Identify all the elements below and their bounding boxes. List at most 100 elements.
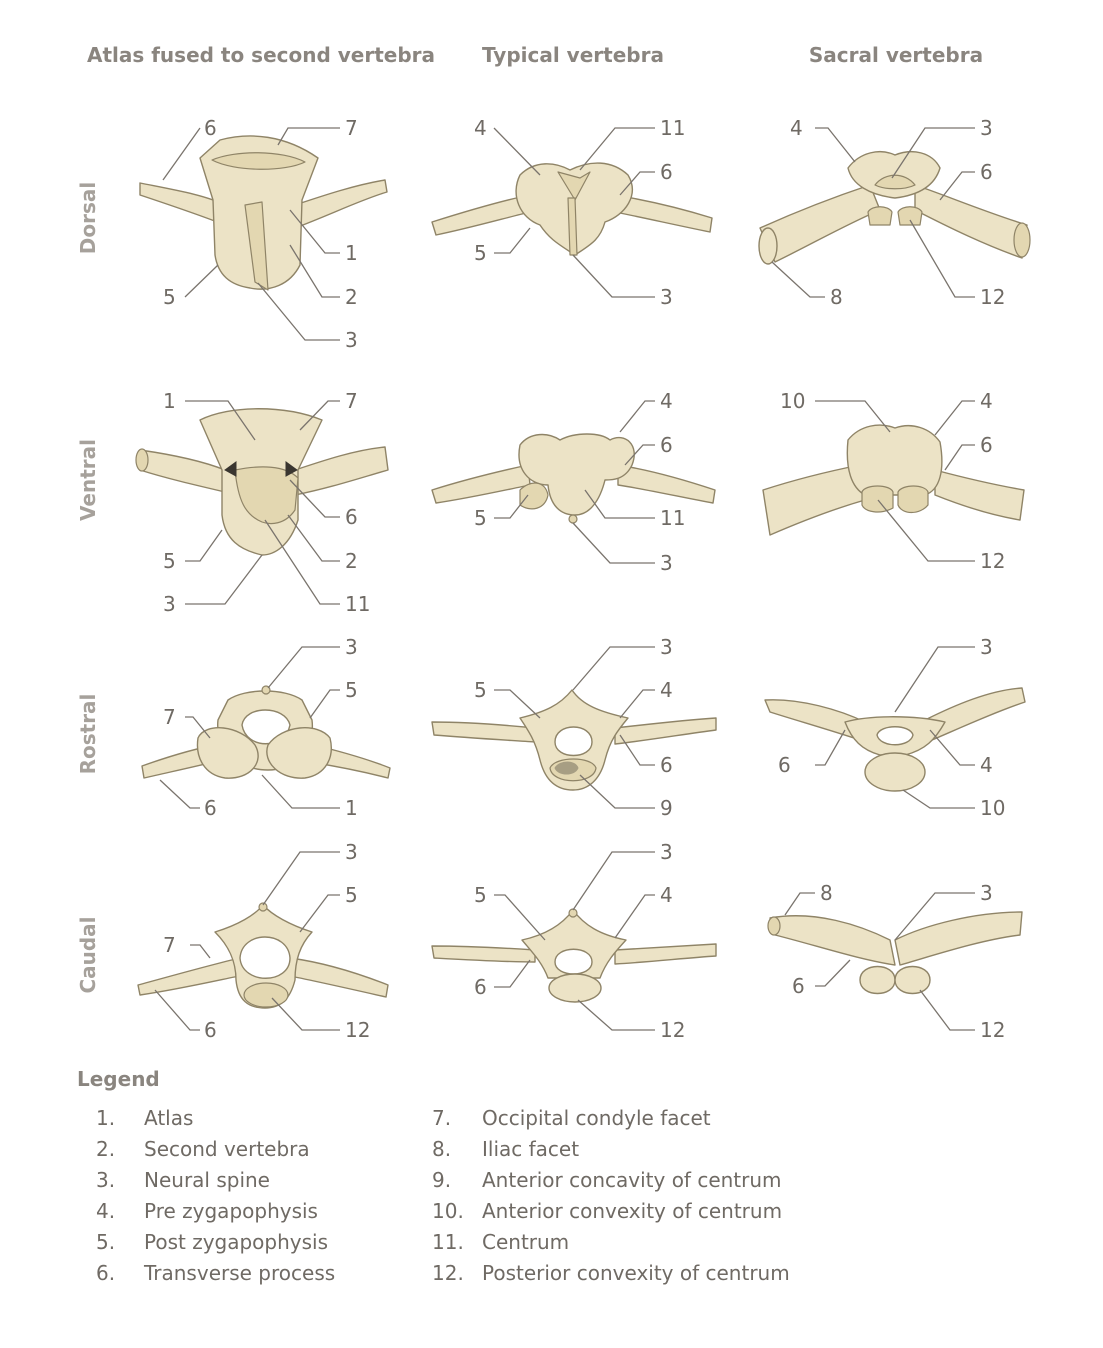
label-7: 7 bbox=[345, 116, 358, 140]
label-7: 7 bbox=[163, 705, 176, 729]
panel-atlas-ventral bbox=[135, 408, 389, 556]
label-12: 12 bbox=[980, 1018, 1005, 1042]
legend-text: Neural spine bbox=[144, 1168, 270, 1192]
legend-text: Occipital condyle facet bbox=[482, 1106, 711, 1130]
label-3: 3 bbox=[980, 635, 993, 659]
label-1: 1 bbox=[345, 796, 358, 820]
legend-number: 1. bbox=[96, 1106, 116, 1130]
label-6: 6 bbox=[980, 160, 993, 184]
label-5: 5 bbox=[474, 241, 487, 265]
label-3: 3 bbox=[660, 285, 673, 309]
label-1: 1 bbox=[163, 389, 176, 413]
label-3: 3 bbox=[660, 840, 673, 864]
callouts-sacral-ventral: 10 4 6 12 bbox=[780, 389, 1005, 573]
panel-atlas-rostral bbox=[141, 685, 391, 779]
label-11: 11 bbox=[660, 116, 685, 140]
panel-typical-caudal bbox=[431, 908, 717, 1003]
vertebra-diagram: Atlas fused to second vertebra Typical v… bbox=[76, 43, 1031, 1042]
callouts-sacral-rostral: 3 6 4 10 bbox=[778, 635, 1005, 820]
label-3: 3 bbox=[345, 635, 358, 659]
label-10: 10 bbox=[980, 796, 1005, 820]
legend-text: Anterior concavity of centrum bbox=[482, 1168, 782, 1192]
label-7: 7 bbox=[345, 389, 358, 413]
legend-text: Post zygapophysis bbox=[144, 1230, 329, 1254]
legend-number: 8. bbox=[432, 1137, 452, 1161]
callouts-sacral-caudal: 8 3 6 12 bbox=[784, 881, 1005, 1042]
callouts-atlas-ventral: 1 7 6 2 5 3 11 bbox=[163, 389, 370, 616]
label-5: 5 bbox=[163, 549, 176, 573]
panel-typical-dorsal bbox=[431, 162, 713, 256]
label-7: 7 bbox=[163, 933, 176, 957]
panel-typical-rostral bbox=[431, 689, 717, 791]
legend-text: Transverse process bbox=[144, 1261, 336, 1285]
label-4: 4 bbox=[660, 678, 673, 702]
label-6: 6 bbox=[474, 975, 487, 999]
label-3: 3 bbox=[980, 881, 993, 905]
callouts-typical-dorsal: 4 11 6 5 3 bbox=[474, 116, 685, 309]
label-3: 3 bbox=[980, 116, 993, 140]
legend-number: 10. bbox=[432, 1199, 464, 1223]
label-8: 8 bbox=[820, 881, 833, 905]
label-6: 6 bbox=[345, 505, 358, 529]
legend-number: 6. bbox=[96, 1261, 116, 1285]
label-5: 5 bbox=[163, 285, 176, 309]
legend-text: Second vertebra bbox=[144, 1137, 310, 1161]
panel-sacral-caudal bbox=[767, 911, 1023, 995]
panel-sacral-rostral bbox=[764, 687, 1026, 792]
column-heading-sacral: Sacral vertebra bbox=[809, 43, 983, 67]
panel-sacral-ventral bbox=[762, 424, 1025, 536]
label-4: 4 bbox=[790, 116, 803, 140]
label-6: 6 bbox=[204, 796, 217, 820]
label-5: 5 bbox=[345, 678, 358, 702]
label-8: 8 bbox=[830, 285, 843, 309]
label-12: 12 bbox=[660, 1018, 685, 1042]
column-heading-typical: Typical vertebra bbox=[482, 43, 664, 67]
row-heading-dorsal: Dorsal bbox=[76, 182, 100, 254]
label-4: 4 bbox=[660, 883, 673, 907]
legend-number: 4. bbox=[96, 1199, 116, 1223]
legend-text: Iliac facet bbox=[482, 1137, 580, 1161]
panel-atlas-caudal bbox=[137, 902, 389, 1009]
label-6: 6 bbox=[660, 753, 673, 777]
legend-number: 11. bbox=[432, 1230, 464, 1254]
label-3: 3 bbox=[660, 635, 673, 659]
label-5: 5 bbox=[474, 883, 487, 907]
panel-atlas-dorsal bbox=[139, 135, 388, 291]
label-4: 4 bbox=[474, 116, 487, 140]
legend-number: 9. bbox=[432, 1168, 452, 1192]
column-heading-atlas: Atlas fused to second vertebra bbox=[87, 43, 435, 67]
legend-number: 3. bbox=[96, 1168, 116, 1192]
label-4: 4 bbox=[660, 389, 673, 413]
callouts-typical-ventral: 4 6 5 11 3 bbox=[474, 389, 685, 575]
row-heading-rostral: Rostral bbox=[76, 694, 100, 775]
label-5: 5 bbox=[345, 883, 358, 907]
callouts-atlas-rostral: 3 5 7 6 1 bbox=[159, 635, 358, 820]
label-12: 12 bbox=[980, 285, 1005, 309]
label-2: 2 bbox=[345, 285, 358, 309]
label-6: 6 bbox=[980, 433, 993, 457]
label-6: 6 bbox=[660, 433, 673, 457]
row-heading-caudal: Caudal bbox=[76, 916, 100, 993]
label-3: 3 bbox=[163, 592, 176, 616]
panel-typical-ventral bbox=[431, 433, 716, 524]
label-3: 3 bbox=[660, 551, 673, 575]
legend-number: 2. bbox=[96, 1137, 116, 1161]
label-6: 6 bbox=[204, 1018, 217, 1042]
label-11: 11 bbox=[345, 592, 370, 616]
label-10: 10 bbox=[780, 389, 805, 413]
legend-number: 7. bbox=[432, 1106, 452, 1130]
callouts-atlas-caudal: 3 5 7 6 12 bbox=[154, 840, 370, 1042]
label-1: 1 bbox=[345, 241, 358, 265]
callouts-typical-caudal: 3 5 4 6 12 bbox=[474, 840, 685, 1042]
legend-text: Posterior convexity of centrum bbox=[482, 1261, 790, 1285]
legend-text: Anterior convexity of centrum bbox=[482, 1199, 783, 1223]
label-6: 6 bbox=[778, 753, 791, 777]
label-11: 11 bbox=[660, 506, 685, 530]
legend-number: 12. bbox=[432, 1261, 464, 1285]
label-9: 9 bbox=[660, 796, 673, 820]
callouts-sacral-dorsal: 4 3 6 8 12 bbox=[771, 116, 1005, 309]
legend-text: Atlas bbox=[144, 1106, 194, 1130]
label-6: 6 bbox=[204, 116, 217, 140]
label-3: 3 bbox=[345, 328, 358, 352]
label-4: 4 bbox=[980, 753, 993, 777]
